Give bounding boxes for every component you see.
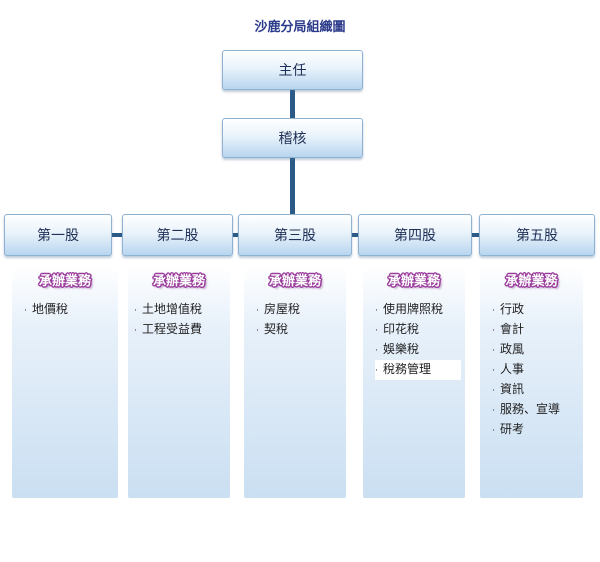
list-item: ·行政 [492, 302, 525, 316]
duty-column-4: 承辦業務 ·使用牌照稅 ·印花稅 ·娛樂稅 ·稅務管理 [363, 266, 465, 498]
section-name: 第一股 [37, 228, 79, 244]
list-item: ·工程受益費 [134, 322, 203, 336]
section-box-3: 第三股 [238, 214, 352, 256]
list-item: ·娛樂稅 [375, 342, 420, 356]
list-item: ·資訊 [492, 382, 525, 396]
duty-list: ·使用牌照稅 ·印花稅 ·娛樂稅 ·稅務管理 [375, 300, 461, 380]
list-item: ·服務、宣導 [492, 402, 561, 416]
list-item: ·政風 [492, 342, 525, 356]
section-box-1: 第一股 [4, 214, 112, 256]
list-item: ·研考 [492, 422, 525, 436]
chart-title: 沙鹿分局組織圖 [254, 20, 346, 35]
duties-badge: 承辦業務 [152, 274, 205, 289]
audit-label: 稽核 [278, 131, 307, 147]
list-item: ·會計 [492, 322, 525, 336]
duty-list: ·房屋稅 ·契稅 [256, 300, 342, 340]
duties-badge: 承辦業務 [38, 274, 91, 289]
section-name: 第五股 [516, 228, 558, 244]
duties-badge: 承辦業務 [387, 274, 440, 289]
duty-list: ·土地增值稅 ·工程受益費 [134, 300, 226, 340]
duties-badge: 承辦業務 [268, 274, 321, 289]
section-box-2: 第二股 [122, 214, 233, 256]
director-box: 主任 [222, 50, 363, 90]
connector-audit-sections [290, 158, 295, 214]
duty-column-5: 承辦業務 ·行政 ·會計 ·政風 ·人事 ·資訊 ·服務、宣導 ·研考 [480, 266, 583, 498]
duty-list: ·行政 ·會計 ·政風 ·人事 ·資訊 ·服務、宣導 ·研考 [492, 300, 579, 440]
duty-column-3: 承辦業務 ·房屋稅 ·契稅 [244, 266, 346, 498]
section-box-5: 第五股 [479, 214, 595, 256]
list-item: ·稅務管理 [375, 360, 461, 380]
duties-badge: 承辦業務 [505, 274, 558, 289]
duty-list: ·地價稅 [24, 300, 114, 320]
audit-box: 稽核 [222, 118, 363, 158]
duty-column-1: 承辦業務 ·地價稅 [12, 266, 118, 498]
list-item: ·使用牌照稅 [375, 302, 444, 316]
connector-director-audit [290, 90, 295, 118]
section-name: 第四股 [394, 228, 436, 244]
list-item: ·印花稅 [375, 322, 420, 336]
list-item: ·契稅 [256, 322, 289, 336]
duty-column-2: 承辦業務 ·土地增值稅 ·工程受益費 [128, 266, 230, 498]
list-item: ·土地增值稅 [134, 302, 203, 316]
director-label: 主任 [278, 63, 307, 79]
list-item: ·房屋稅 [256, 302, 301, 316]
list-item: ·人事 [492, 362, 525, 376]
section-name: 第二股 [156, 228, 199, 244]
section-box-4: 第四股 [358, 214, 472, 256]
section-name: 第三股 [274, 228, 316, 244]
list-item: ·地價稅 [24, 302, 69, 316]
